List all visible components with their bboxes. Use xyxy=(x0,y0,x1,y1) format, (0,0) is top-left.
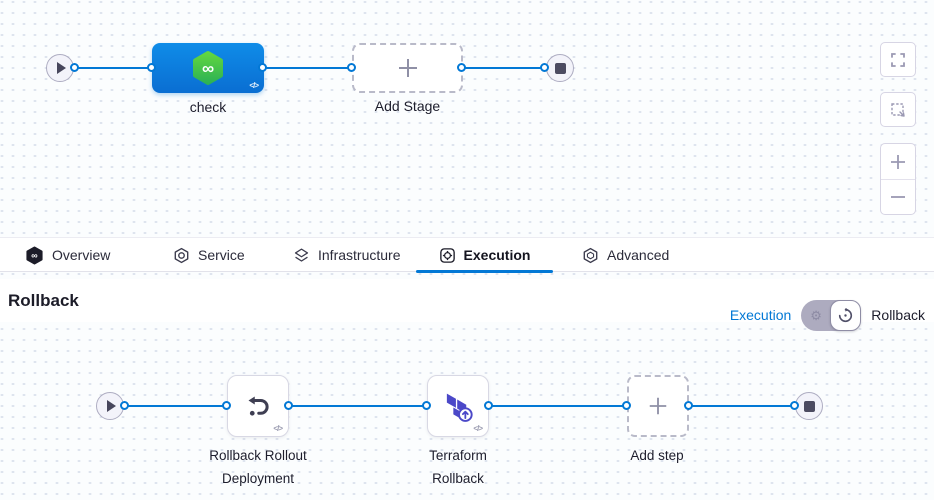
connector-line xyxy=(263,67,352,69)
stage-node-check[interactable]: ∞ </> xyxy=(152,43,264,93)
code-view-icon[interactable]: </> xyxy=(273,424,283,433)
infrastructure-icon xyxy=(294,247,309,262)
connector-port[interactable] xyxy=(222,401,231,410)
advanced-icon xyxy=(583,247,598,263)
tab-advanced[interactable]: Advanced xyxy=(582,238,669,272)
add-step-button[interactable] xyxy=(627,375,689,437)
tab-label: Service xyxy=(198,247,245,263)
execution-rollback-switcher: Execution ⚙ Rollback xyxy=(730,299,925,331)
connector-port[interactable] xyxy=(70,63,79,72)
tab-execution[interactable]: Execution xyxy=(416,238,553,273)
rollback-toggle[interactable]: ⚙ xyxy=(801,299,862,331)
connector-port[interactable] xyxy=(540,63,549,72)
execution-icon xyxy=(439,247,455,263)
svg-text:∞: ∞ xyxy=(202,59,214,78)
tab-label: Execution xyxy=(463,247,531,263)
step-label-line: Rollback Rollout xyxy=(209,448,307,463)
connector-line xyxy=(125,405,227,407)
rollback-start-node xyxy=(96,392,124,420)
svg-text:∞: ∞ xyxy=(31,250,38,260)
stage-config-tabs: ∞ Overview Service Infrastructure xyxy=(0,237,934,273)
gear-icon: ⚙ xyxy=(810,307,822,323)
tab-infrastructure[interactable]: Infrastructure xyxy=(293,238,400,272)
toggle-thumb[interactable] xyxy=(830,299,862,331)
pipeline-start-node xyxy=(46,54,74,82)
zoom-in-button[interactable] xyxy=(881,144,915,179)
tab-overview[interactable]: ∞ Overview xyxy=(25,238,110,272)
step-label: Rollback Rollout Deployment xyxy=(198,444,318,490)
tab-label: Advanced xyxy=(607,247,670,263)
connector-port[interactable] xyxy=(147,63,156,72)
stage-label: check xyxy=(189,99,227,115)
connector-line xyxy=(75,67,152,69)
tab-label: Overview xyxy=(52,247,111,263)
select-area-button[interactable] xyxy=(880,92,916,127)
connector-line xyxy=(462,67,545,69)
play-icon xyxy=(56,62,66,74)
execution-link[interactable]: Execution xyxy=(729,307,792,323)
code-view-icon[interactable]: </> xyxy=(473,424,483,433)
service-icon xyxy=(174,247,189,263)
rollback-canvas[interactable]: Rollback Execution ⚙ Rollback xyxy=(0,272,934,500)
step-label-line: Deployment xyxy=(221,471,295,486)
connector-port[interactable] xyxy=(258,63,267,72)
harness-logo-icon: ∞ xyxy=(26,245,43,265)
stage-canvas[interactable]: ∞ </> check Add Stage xyxy=(0,0,934,237)
harness-ci-icon: ∞ xyxy=(193,51,223,85)
connector-line xyxy=(289,405,427,407)
step-label: Terraform Rollback xyxy=(398,444,518,490)
step-node-terraform-rollback[interactable]: </> xyxy=(427,375,489,437)
fullscreen-button[interactable] xyxy=(880,42,916,77)
add-stage-label: Add Stage xyxy=(374,98,441,114)
pipeline-end-node xyxy=(546,54,574,82)
add-stage-button[interactable] xyxy=(352,43,463,93)
connector-port[interactable] xyxy=(484,401,493,410)
code-view-icon[interactable]: </> xyxy=(249,81,259,90)
tab-service[interactable]: Service xyxy=(173,238,245,272)
marquee-select-icon xyxy=(891,102,905,117)
connector-port[interactable] xyxy=(790,401,799,410)
terraform-icon xyxy=(446,393,473,422)
plus-icon xyxy=(891,154,905,169)
rollback-mode-icon xyxy=(839,307,853,322)
rollback-end-node xyxy=(795,392,823,420)
add-step-label: Add step xyxy=(630,448,684,463)
active-tab-underline xyxy=(416,270,553,273)
step-node-rollback-rollout[interactable]: </> xyxy=(227,375,289,437)
minus-icon xyxy=(891,196,905,198)
connector-port[interactable] xyxy=(120,401,129,410)
connector-line xyxy=(489,405,627,407)
step-label-line: Terraform xyxy=(429,448,487,463)
connector-port[interactable] xyxy=(347,63,356,72)
play-icon xyxy=(106,400,116,412)
zoom-out-button[interactable] xyxy=(881,179,915,214)
plus-icon xyxy=(398,59,417,77)
connector-port[interactable] xyxy=(684,401,693,410)
connector-port[interactable] xyxy=(457,63,466,72)
section-title: Rollback xyxy=(8,290,79,310)
tab-label: Infrastructure xyxy=(318,247,401,263)
rollback-header-band: Rollback xyxy=(0,279,934,322)
connector-line xyxy=(689,405,795,407)
fullscreen-icon xyxy=(891,52,905,67)
stop-icon xyxy=(554,62,566,74)
connector-port[interactable] xyxy=(622,401,631,410)
zoom-control-group xyxy=(880,143,916,215)
rollback-mode-label: Rollback xyxy=(871,307,925,323)
stop-icon xyxy=(803,400,815,412)
connector-port[interactable] xyxy=(284,401,293,410)
rollback-undo-icon xyxy=(248,396,269,416)
connector-port[interactable] xyxy=(422,401,431,410)
step-label-line: Rollback xyxy=(432,471,484,486)
plus-icon xyxy=(649,397,667,415)
